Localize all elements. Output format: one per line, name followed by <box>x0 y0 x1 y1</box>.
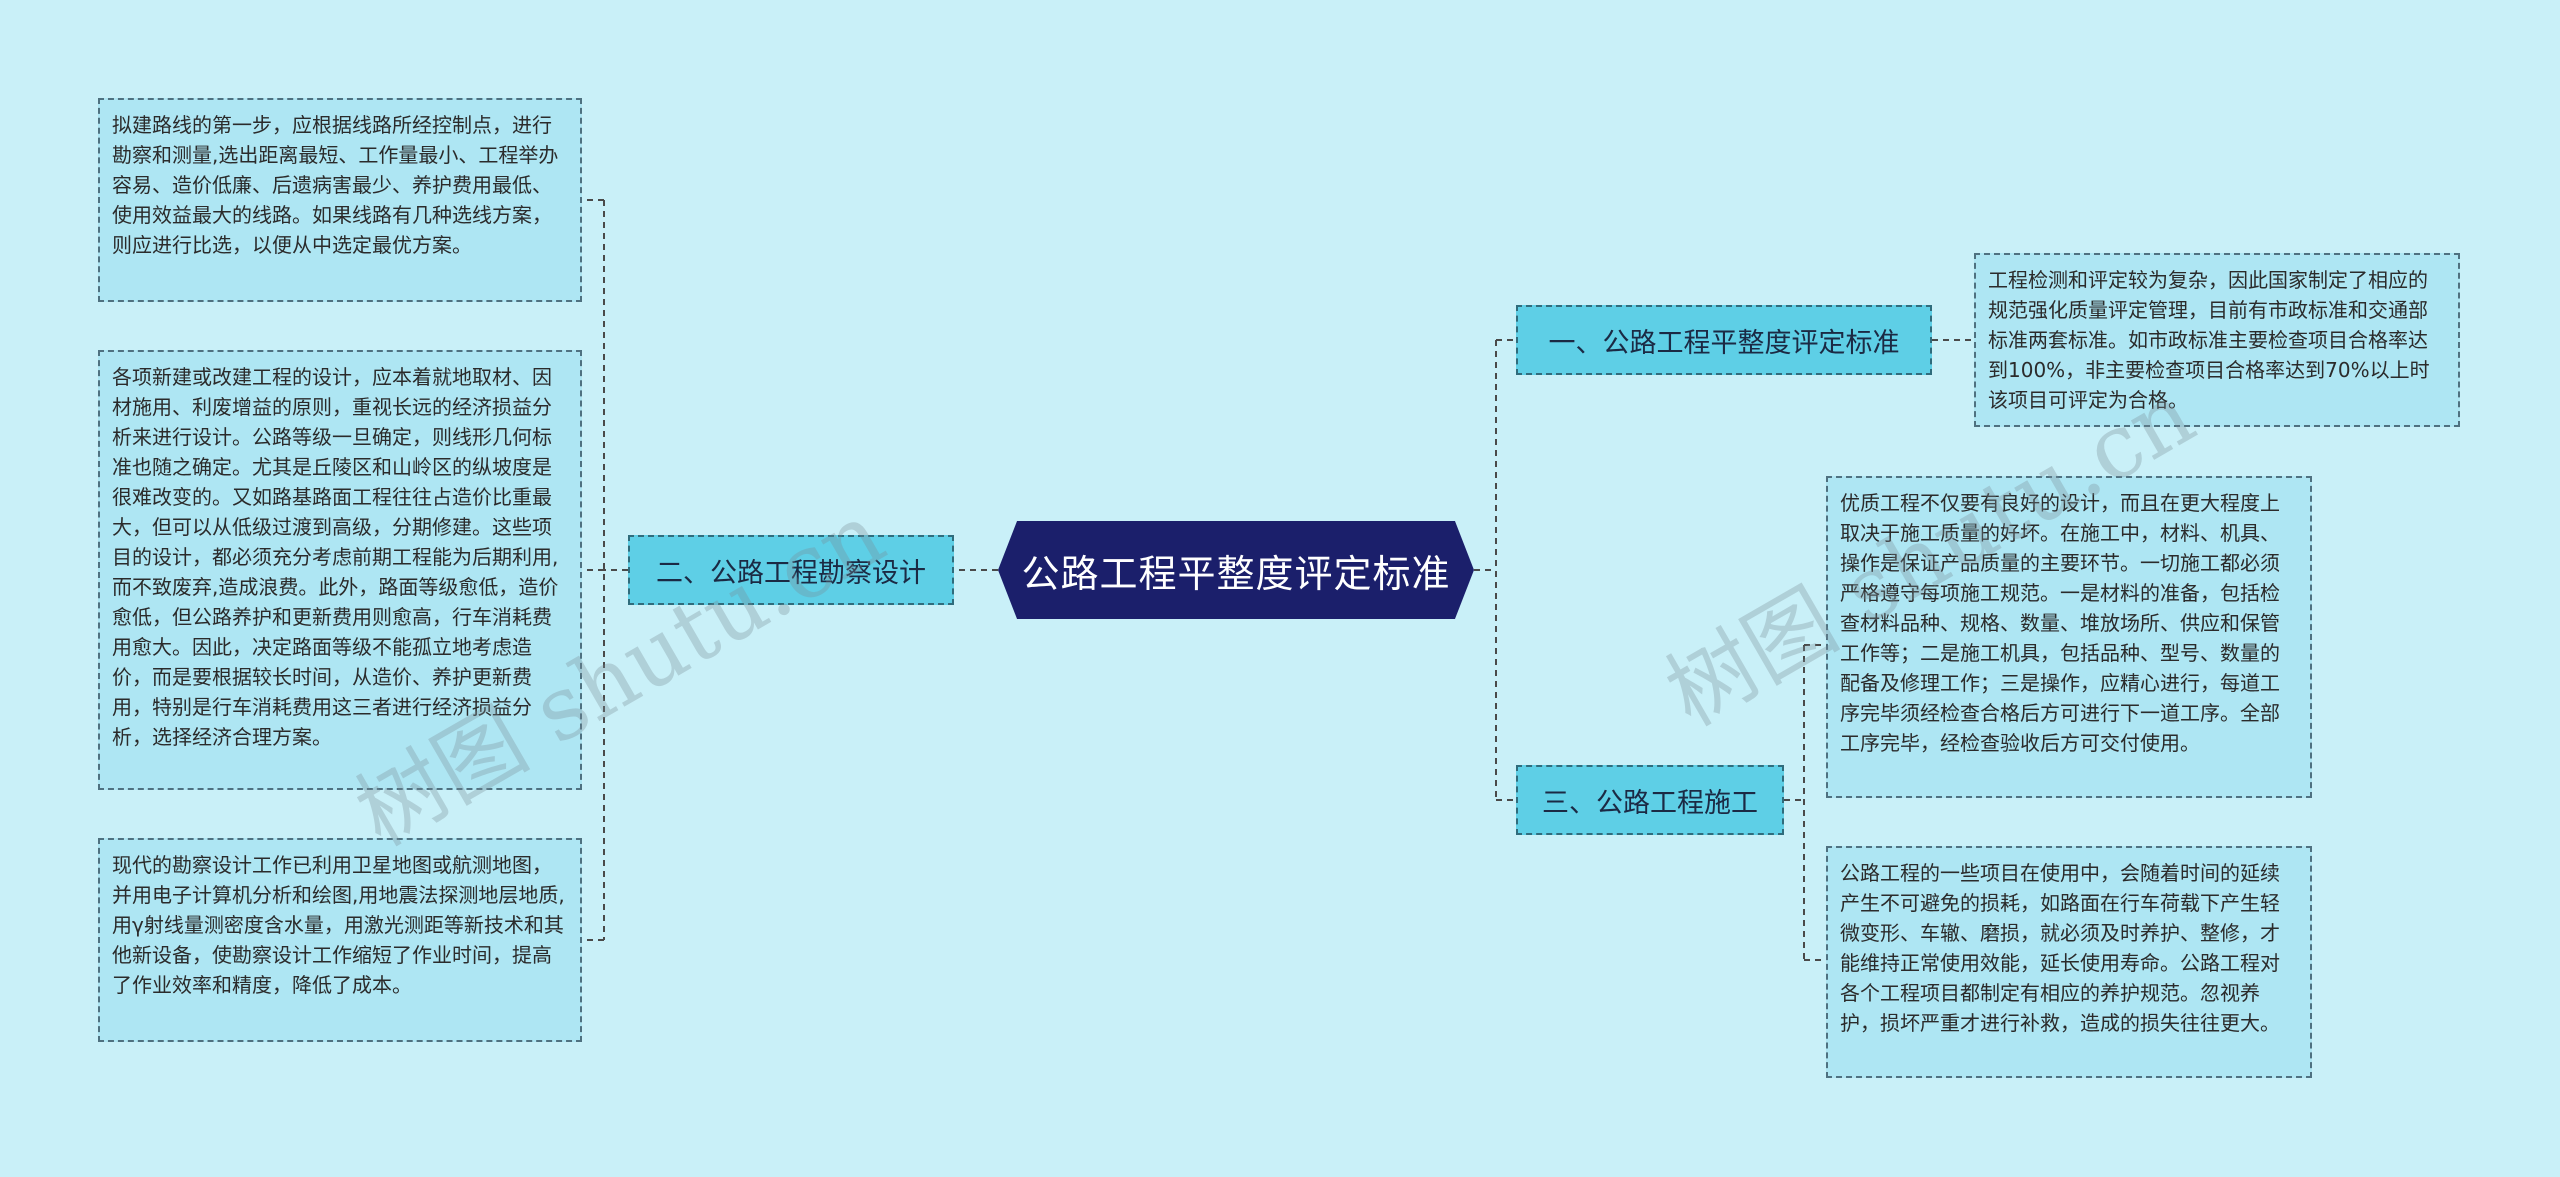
root-label: 公路工程平整度评定标准 <box>1021 551 1451 596</box>
branch-node-survey-design[interactable]: 二、公路工程勘察设计 <box>628 535 954 605</box>
leaf-node-maintenance[interactable]: 公路工程的一些项目在使用中，会随着时间的延续产生不可避免的损耗，如路面在行车荷载… <box>1826 846 2312 1078</box>
leaf-node-route-selection[interactable]: 拟建路线的第一步，应根据线路所经控制点，进行勘察和测量,选出距离最短、工作量最小… <box>98 98 582 302</box>
leaf-node-standards-detail[interactable]: 工程检测和评定较为复杂，因此国家制定了相应的规范强化质量评定管理，目前有市政标准… <box>1974 253 2460 427</box>
link-left-spine <box>582 199 628 941</box>
leaf-node-design-economics[interactable]: 各项新建或改建工程的设计，应本着就地取材、因材施用、利废增益的原则，重视长远的经… <box>98 350 582 790</box>
link-b3-leaves <box>1784 644 1826 961</box>
leaf-node-construction-quality[interactable]: 优质工程不仅要有良好的设计，而且在更大程度上取决于施工质量的好坏。在施工中，材料… <box>1826 476 2312 798</box>
branch-node-construction[interactable]: 三、公路工程施工 <box>1516 765 1784 835</box>
leaf-text: 优质工程不仅要有良好的设计，而且在更大程度上取决于施工质量的好坏。在施工中，材料… <box>1840 491 2280 755</box>
branch-label: 二、公路工程勘察设计 <box>656 557 926 589</box>
branch-node-standards[interactable]: 一、公路工程平整度评定标准 <box>1516 305 1932 375</box>
leaf-node-modern-survey[interactable]: 现代的勘察设计工作已利用卫星地图或航测地图，并用电子计算机分析和绘图,用地震法探… <box>98 838 582 1042</box>
leaf-text: 现代的勘察设计工作已利用卫星地图或航测地图，并用电子计算机分析和绘图,用地震法探… <box>112 853 565 997</box>
branch-label: 一、公路工程平整度评定标准 <box>1548 327 1900 359</box>
leaf-text: 工程检测和评定较为复杂，因此国家制定了相应的规范强化质量评定管理，目前有市政标准… <box>1988 268 2430 412</box>
branch-label: 三、公路工程施工 <box>1542 787 1758 819</box>
leaf-text: 各项新建或改建工程的设计，应本着就地取材、因材施用、利废增益的原则，重视长远的经… <box>112 365 559 749</box>
root-node[interactable]: 公路工程平整度评定标准 <box>998 521 1474 619</box>
leaf-text: 拟建路线的第一步，应根据线路所经控制点，进行勘察和测量,选出距离最短、工作量最小… <box>112 113 559 257</box>
leaf-text: 公路工程的一些项目在使用中，会随着时间的延续产生不可避免的损耗，如路面在行车荷载… <box>1840 861 2280 1035</box>
link-root-right <box>1474 339 1516 801</box>
